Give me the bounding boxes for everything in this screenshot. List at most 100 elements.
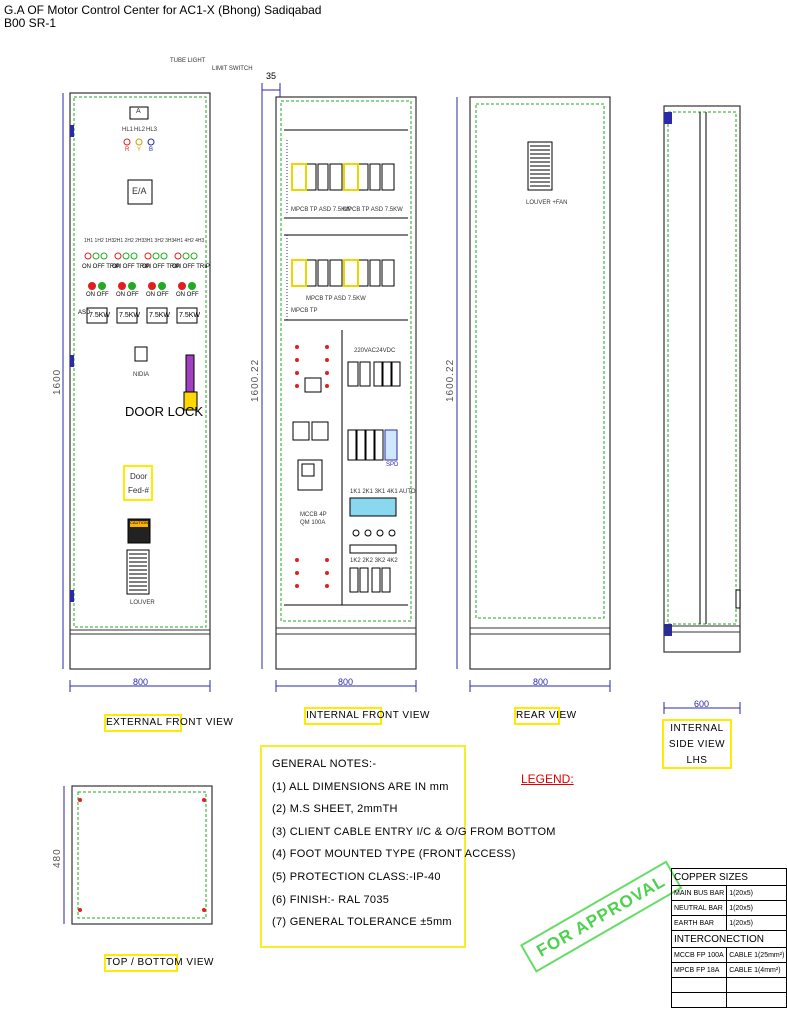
buttons-row-4: ON OFF	[176, 292, 199, 298]
bottom-row-label: 1K2 2K2 3K2 4K2	[350, 558, 398, 564]
note-6: (6) FINISH:- RAL 7035	[272, 893, 390, 906]
copper-title-row: COPPER SIZES	[670, 868, 787, 886]
caption-internal-front: INTERNAL FRONT VIEW	[304, 707, 429, 725]
caption-internal-side-2: LHS	[686, 755, 708, 766]
note-2: (2) M.S SHEET, 2mmTH	[272, 803, 398, 816]
dim-width-rear: 800	[533, 677, 549, 687]
caption-internal-side-1: INTERNAL SIDE VIEW	[668, 723, 726, 750]
mpcb-asd-row1: MPCB TP ASD 7.5KW	[291, 207, 351, 213]
kw-label-2: 7.5KW	[119, 312, 141, 319]
asd-label: ASD	[78, 310, 91, 316]
lamp-r: R	[125, 147, 130, 153]
meter-label: NIDIA	[133, 372, 150, 378]
copper-title: COPPER SIZES	[670, 868, 787, 886]
general-notes: GENERAL NOTES:- (1) ALL DIMENSIONS ARE I…	[260, 745, 556, 948]
lamp-hl1: HL1	[122, 127, 134, 133]
inter-title: INTERCONECTION	[670, 930, 787, 948]
internal-side-view	[663, 105, 741, 714]
dim-width-ext: 800	[133, 677, 149, 687]
dim-height-ext: 1600	[52, 368, 63, 395]
caution-label: CAUTION	[130, 520, 148, 525]
motor1-header: 1H1 1H2 1H3	[84, 238, 115, 244]
dim-height-rear: 1600.22	[445, 358, 456, 402]
kw-label-1: 7.5KW	[89, 312, 111, 319]
table-cell: EARTH BAR	[670, 915, 728, 931]
motor3-header: 3H1 3H2 3H3	[144, 238, 175, 244]
v220-label: 220VAC	[354, 348, 376, 354]
dim-offset: 35	[266, 71, 277, 81]
external-front-view	[62, 92, 211, 692]
dim-height-int: 1600.22	[250, 358, 261, 402]
note-1: (1) ALL DIMENSIONS ARE IN mm	[272, 780, 449, 793]
table-row	[670, 992, 787, 1008]
table-cell: NEUTRAL BAR	[670, 900, 728, 916]
v24-label: 24VDC	[376, 348, 396, 354]
drawing-title-line2: B00 SR-1	[4, 16, 57, 30]
internal-front-view	[261, 83, 417, 692]
dim-top-depth: 480	[52, 848, 63, 868]
kw-label-4: 7.5KW	[179, 312, 201, 319]
status-row-3: ON OFF TRIP	[142, 264, 180, 270]
note-5: (5) PROTECTION CLASS:-IP-40	[272, 870, 441, 883]
spd-label: SPD	[386, 462, 399, 468]
table-cell	[670, 977, 728, 993]
inter-title-row: INTERCONECTION	[670, 930, 787, 948]
buttons-row-3: ON OFF	[146, 292, 169, 298]
lamp-y: Y	[137, 147, 142, 153]
table-cell: MPCB FP 18A	[670, 962, 728, 978]
mcb-row-label: 1K1 2K1 3K1 4K1 AUTO	[350, 489, 416, 495]
table-cell: 1(20x5)	[726, 885, 787, 901]
motor2-header: 2H1 2H2 2H3	[114, 238, 145, 244]
caption-external-front: EXTERNAL FRONT VIEW	[104, 714, 233, 732]
asd-row2: MPCB TP ASD 7.5KW	[306, 296, 366, 302]
mpcb-tp-row2: MPCB TP	[291, 308, 318, 314]
drawing-title-line1: G.A OF Motor Control Center for AC1-X (B…	[4, 3, 322, 17]
louver-fan-label: LOUVER +FAN	[526, 200, 568, 206]
caption-rear: REAR VIEW	[514, 707, 576, 725]
top-bottom-view	[63, 785, 213, 925]
buttons-row-1: ON OFF	[86, 292, 109, 298]
drawing-canvas	[62, 83, 741, 925]
status-row-2: ON OFF TRIP	[112, 264, 150, 270]
caption-internal-side: INTERNAL SIDE VIEW LHS	[662, 719, 732, 769]
note-7: (7) GENERAL TOLERANCE ±5mm	[272, 916, 452, 929]
lamp-hl3: HL3	[146, 127, 158, 133]
note-3: (3) CLIENT CABLE ENTRY I/C & O/G FROM BO…	[272, 825, 556, 838]
lamp-hl2: HL2	[134, 127, 146, 133]
notes-title: GENERAL NOTES:-	[272, 758, 377, 770]
lamp-b: B	[149, 147, 154, 153]
mpcb-asd-row1b: MPCB TP ASD 7.5KW	[343, 207, 403, 213]
door-sign-2: Fed-#	[128, 486, 149, 495]
dim-width-int: 800	[338, 677, 354, 687]
dim-depth-side: 600	[694, 699, 710, 709]
table-cell: 1(20x5)	[726, 900, 787, 916]
ammeter-label: A	[136, 108, 141, 115]
buttons-row-2: ON OFF	[116, 292, 139, 298]
kw-label-3: 7.5KW	[149, 312, 171, 319]
limit-switch-label: LIMIT SWITCH	[212, 66, 253, 72]
ea-label: E/A	[132, 186, 147, 196]
table-cell	[726, 977, 787, 993]
motor4-header: 4H1 4H2 4H3	[174, 238, 205, 244]
table-cell: CABLE 1(4mm²)	[726, 962, 787, 978]
legend-label: LEGEND:	[521, 772, 574, 786]
tube-light-label: TUBE LIGHT	[170, 58, 206, 64]
table-cell: MAIN BUS BAR	[670, 885, 728, 901]
status-row-1: ON OFF TRIP	[82, 264, 120, 270]
drawing-title: G.A OF Motor Control Center for AC1-X (B…	[4, 4, 321, 30]
door-lock-label: DOOR LOCK	[125, 404, 204, 419]
table-cell: 1(20x5)	[726, 915, 787, 931]
table-cell	[670, 992, 728, 1008]
door-sign-1: Door	[130, 472, 148, 481]
mccb-label: MCCB 4P	[300, 512, 327, 518]
table-row	[670, 977, 787, 993]
note-4: (4) FOOT MOUNTED TYPE (FRONT ACCESS)	[272, 848, 516, 861]
qm-label: QM 100A	[300, 520, 326, 526]
table-cell: MCCB FP 100A	[670, 947, 728, 963]
